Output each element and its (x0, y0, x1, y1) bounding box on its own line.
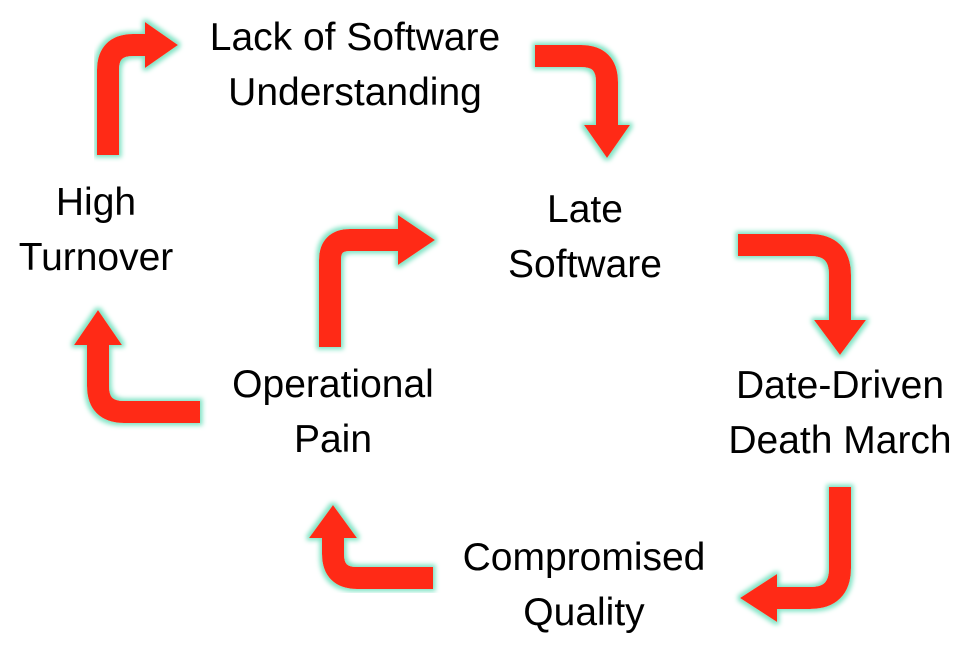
node-pain-line2: Pain (293, 418, 373, 461)
node-lack-line1: Lack of Software (209, 16, 501, 59)
node-turnover-line2: Turnover (18, 236, 174, 279)
node-compromised-quality: Compromised Quality (436, 530, 732, 640)
arrow-deathmarch-to-quality (740, 487, 851, 622)
node-quality-line2: Quality (523, 591, 645, 634)
node-late-line1: Late (547, 188, 623, 231)
arrow-understanding-to-late (535, 45, 630, 158)
node-high-turnover: High Turnover (0, 175, 192, 285)
arrow-turnover-to-understanding (97, 22, 178, 155)
node-pain-line1: Operational (232, 363, 434, 406)
node-deathmarch-line1: Date-Driven (735, 364, 945, 407)
node-date-driven-death-march: Date-Driven Death March (704, 358, 976, 468)
node-turnover-line1: High (55, 181, 137, 224)
node-lack-of-software-understanding: Lack of Software Understanding (182, 10, 528, 120)
node-lack-line2: Understanding (228, 71, 482, 114)
arrow-quality-to-pain (309, 505, 433, 589)
arrow-late-to-deathmarch (738, 234, 866, 355)
node-late-software: Late Software (482, 182, 688, 292)
node-operational-pain: Operational Pain (206, 357, 460, 467)
arrow-pain-to-late (319, 215, 435, 347)
node-late-line2: Software (508, 243, 662, 286)
node-deathmarch-line2: Death March (728, 419, 952, 462)
arrow-pain-to-turnover (74, 310, 200, 423)
node-quality-line1: Compromised (462, 536, 706, 579)
